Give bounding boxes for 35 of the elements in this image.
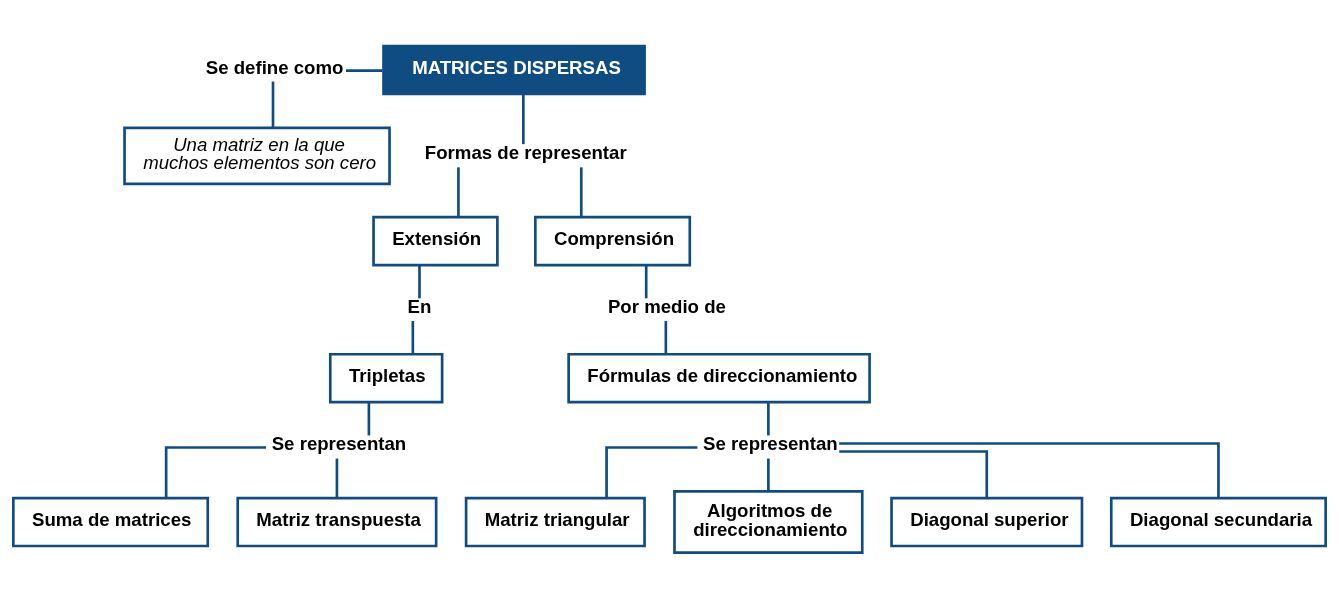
node-box: Algoritmos de direccionamiento <box>673 489 864 554</box>
connector <box>367 401 371 435</box>
node-text: Formas de representar <box>424 141 627 163</box>
connector <box>164 445 266 498</box>
node-text: Se representan <box>703 432 838 454</box>
node-box: Diagonal superior <box>890 496 1084 547</box>
node-text: Se define como <box>205 56 344 78</box>
connector <box>522 94 525 144</box>
node-box: Fórmulas de direccionamiento <box>567 352 871 404</box>
node-box: MATRICES DISPERSAS <box>382 44 646 95</box>
node-text: Por medio de <box>607 295 726 317</box>
connector <box>335 458 339 498</box>
connector <box>839 441 1220 498</box>
node-box: Diagonal secundaria <box>1109 496 1327 547</box>
connector <box>411 320 415 354</box>
node-box: Suma de matrices <box>12 496 210 547</box>
connector <box>579 166 583 217</box>
node-box: Extensión <box>372 215 499 266</box>
connector <box>767 401 770 435</box>
connector <box>457 166 460 217</box>
node-box: Matriz transpuesta <box>236 496 438 547</box>
node-box: Matriz triangular <box>464 496 646 547</box>
node-text: Se representan <box>271 432 407 454</box>
connector <box>644 264 648 298</box>
node-box: Una matriz en la que muchos elementos son cero <box>123 126 391 185</box>
connector <box>767 458 770 491</box>
connector <box>418 264 421 298</box>
connector <box>664 320 668 354</box>
node-box: Tripletas <box>328 352 444 404</box>
connector <box>605 445 698 498</box>
node-box: Comprensión <box>534 215 692 266</box>
connector <box>271 81 275 128</box>
connector <box>346 68 383 72</box>
connector <box>839 449 989 498</box>
node-text: En <box>407 295 432 317</box>
